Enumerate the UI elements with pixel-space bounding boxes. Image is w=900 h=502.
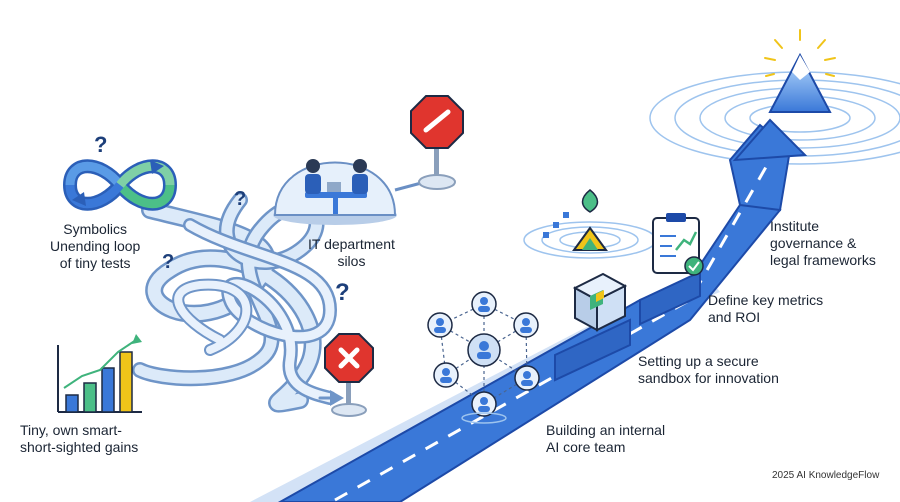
svg-text:?: ? <box>162 251 174 273</box>
step-3-line-1: Define key metrics <box>708 292 824 308</box>
pyramid-gadget-icon <box>543 189 608 251</box>
stop-sign-icon <box>324 333 374 417</box>
no-entry-sign-icon <box>410 95 464 190</box>
step-sandbox: Setting up a secure sandbox for innovati… <box>638 353 779 387</box>
it-line-1: IT department <box>308 236 395 252</box>
step-metrics: Define key metrics and ROI <box>708 292 823 326</box>
it-line-2: silos <box>337 253 366 269</box>
symbolics-line-3: of tiny tests <box>59 255 131 271</box>
network-people-icon <box>427 291 540 424</box>
cube-icon <box>572 272 628 332</box>
gains-line-2: short-sighted gains <box>20 439 139 455</box>
footer-credit: 2025 AI KnowledgeFlow <box>772 470 880 481</box>
step-governance: Institute governance & legal frameworks <box>770 218 876 269</box>
it-silos-label: IT department silos <box>308 236 395 270</box>
step-2-line-2: sandbox for innovation <box>638 370 779 386</box>
step-1-line-1: Building an internal <box>546 422 666 438</box>
svg-text:?: ? <box>335 279 350 306</box>
step-4-line-2: governance & <box>770 235 857 251</box>
step-3-line-2: and ROI <box>708 309 761 325</box>
infinity-loop-icon <box>63 159 177 211</box>
question-mark-icon: ? ? ? ? <box>94 132 350 306</box>
glass-dome-icon <box>273 148 441 225</box>
step-core-team: Building an internal AI core team <box>546 422 665 456</box>
tangled-paths <box>132 192 344 413</box>
step-4-line-3: legal frameworks <box>770 252 876 268</box>
gains-line-1: Tiny, own smart- <box>20 422 122 438</box>
mountain-peak-icon <box>764 29 836 113</box>
bar-chart-icon <box>57 334 142 413</box>
svg-text:?: ? <box>94 132 107 157</box>
svg-text:?: ? <box>234 188 246 210</box>
symbolics-line-2: Unending loop <box>50 238 141 254</box>
step-4-line-1: Institute <box>770 218 820 234</box>
symbolics-line-1: Symbolics <box>63 221 128 237</box>
gains-label: Tiny, own smart- short-sighted gains <box>20 422 138 456</box>
clipboard-chart-icon <box>652 213 704 276</box>
step-1-line-2: AI core team <box>546 439 626 455</box>
step-2-line-1: Setting up a secure <box>638 353 759 369</box>
symbolics-label: Symbolics Unending loop of tiny tests <box>50 221 140 272</box>
